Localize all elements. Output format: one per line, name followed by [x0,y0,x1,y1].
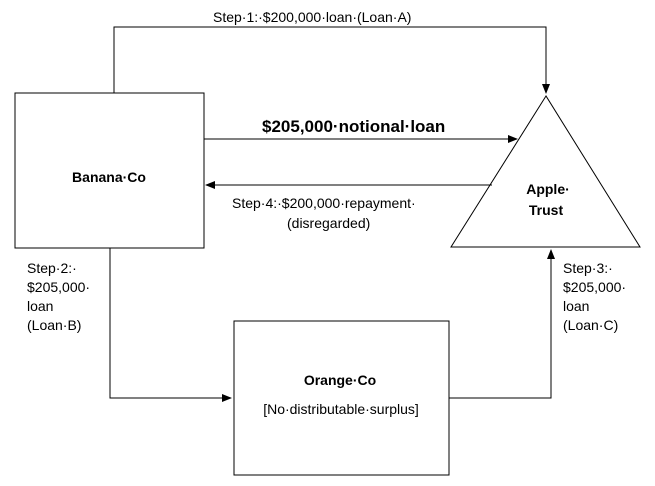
step1-arrow [113,26,550,94]
step3-label-line3: loan [563,298,589,314]
step4-label-line2: (disregarded) [287,215,370,231]
step2-label-line3: loan [27,298,53,314]
step2-label-line4: (Loan·B) [27,317,81,333]
step3-arrow [449,249,555,399]
orange-co-box [233,320,450,476]
step1-label: Step·1:·$200,000·loan·(Loan·A) [213,9,411,25]
step3-label-line4: (Loan·C) [563,317,618,333]
step2-label-line1: Step·2:· [27,260,77,276]
notional-loan-label: $205,000·notional·loan [262,117,445,136]
apple-trust-triangle [450,95,641,248]
step3-label-line2: $205,000· [563,279,626,295]
step4-label-line1: Step·4:·$200,000·repayment· [232,195,416,211]
banana-co-label: Banana·Co [72,169,146,185]
step2-label-line2: $205,000· [27,279,90,295]
orange-co-sublabel: [No·distributable·surplus] [263,401,419,417]
step3-label-line1: Step·3:· [563,260,613,276]
step2-arrow [109,248,232,402]
apple-trust-label-line2: Trust [529,202,564,218]
apple-trust-label-line1: Apple· [526,181,570,197]
banana-co-box [14,92,205,249]
orange-co-label: Orange·Co [304,372,376,388]
